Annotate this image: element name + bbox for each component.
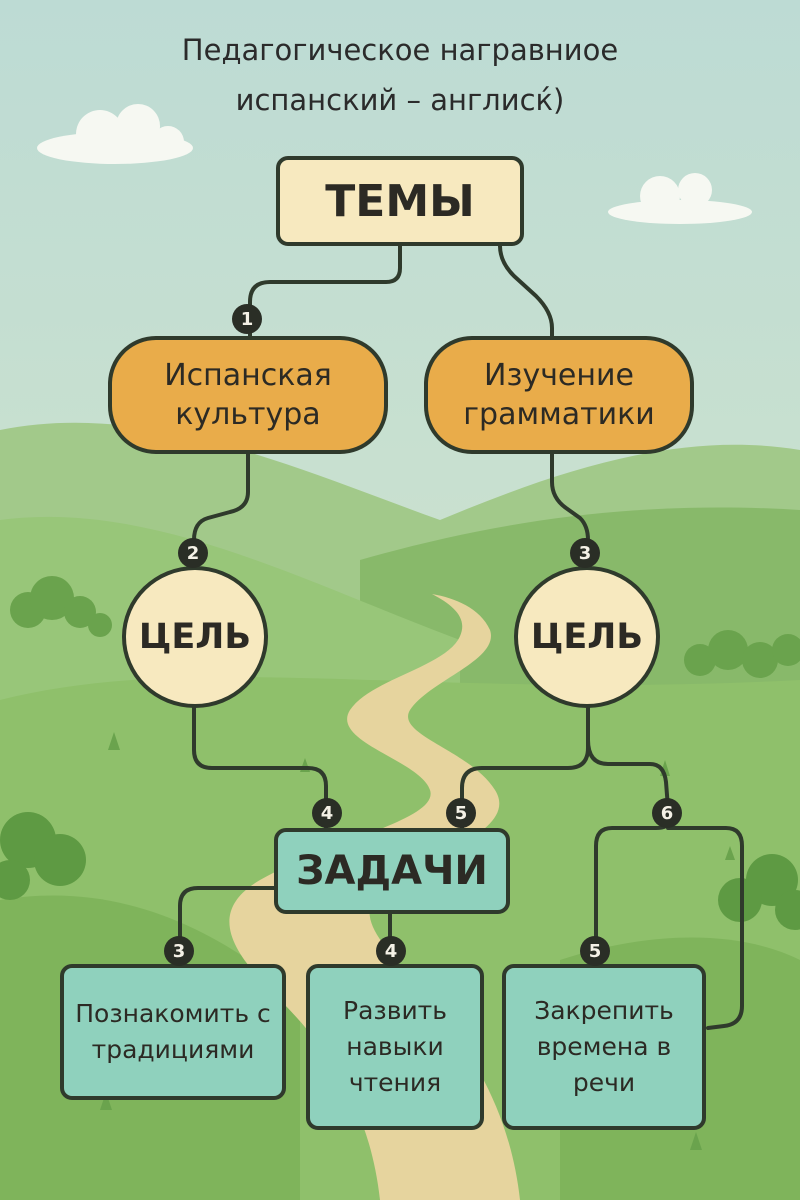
cloud-icon: [37, 104, 193, 164]
node-task-reading: Развить навыки чтения: [306, 964, 484, 1130]
node-grammar-study: Изучение грамматики: [424, 336, 694, 454]
connector-themes-culture: [248, 244, 402, 338]
node-task-reading-label: Развить навыки чтения: [343, 995, 447, 1098]
step-badge: 2: [178, 538, 208, 568]
node-spanish-culture-label: Испанская культура: [164, 358, 332, 432]
connector-lines: [178, 244, 744, 1030]
node-goal-left-label: ЦЕЛЬ: [138, 617, 252, 657]
node-themes-label: ТЕМЫ: [325, 175, 475, 227]
connector-goal2-consolidate: [586, 738, 670, 810]
node-task-traditions: Познакомить с традициями: [60, 964, 286, 1100]
cloud-icon: [608, 173, 752, 224]
node-tasks: ЗАДАЧИ: [274, 828, 510, 914]
step-badge: 6: [652, 798, 682, 828]
step-badge: 3: [164, 936, 194, 966]
node-grammar-study-label: Изучение грамматики: [463, 358, 655, 432]
bush-icon: [684, 630, 800, 678]
step-badge: 5: [580, 936, 610, 966]
step-badge: 4: [376, 936, 406, 966]
node-task-tenses: Закрепить времена в речи: [502, 964, 706, 1130]
node-goal-right: ЦЕЛЬ: [514, 566, 660, 708]
connector-grammar-goal: [550, 450, 590, 568]
connector-culture-goal: [192, 450, 250, 568]
page-subtitle: испанский – англисќ): [235, 83, 565, 117]
node-spanish-culture: Испанская культура: [108, 336, 388, 454]
step-badge: 1: [232, 304, 262, 334]
connector-goal-tasks: [192, 704, 328, 832]
connector-goal2-tasks: [460, 704, 590, 832]
bush-icon: [10, 576, 112, 637]
bush-icon: [0, 812, 86, 900]
grass-tufts: [100, 732, 735, 1150]
step-badge: 5: [446, 798, 476, 828]
connector-loop-return: [666, 826, 744, 1030]
page-title: Педагогическое награвниое: [181, 33, 619, 67]
step-badge: 4: [312, 798, 342, 828]
node-goal-left: ЦЕЛЬ: [122, 566, 268, 708]
step-badge: 3: [570, 538, 600, 568]
node-task-traditions-label: Познакомить с традициями: [75, 998, 271, 1064]
node-tasks-label: ЗАДАЧИ: [296, 848, 488, 894]
connector-tasks-traditions: [178, 886, 280, 966]
node-goal-right-label: ЦЕЛЬ: [530, 617, 644, 657]
connector-themes-grammar: [498, 244, 554, 338]
node-themes: ТЕМЫ: [276, 156, 524, 246]
node-task-tenses-label: Закрепить времена в речи: [534, 995, 674, 1098]
